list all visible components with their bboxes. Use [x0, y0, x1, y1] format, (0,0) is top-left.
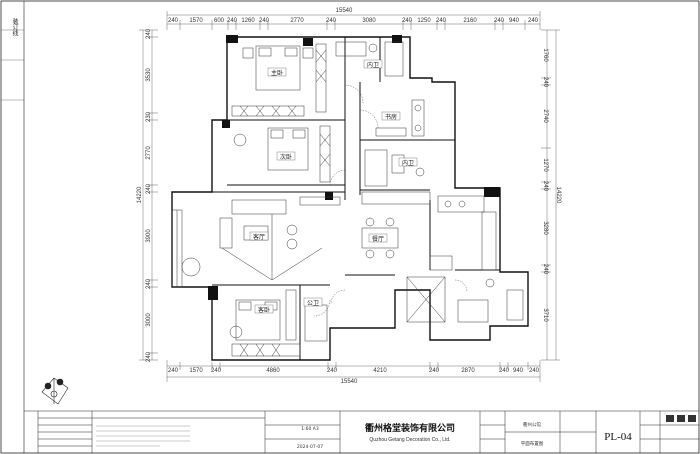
left-segment-labels: 240 3530 230 2770 240 3900 240 3000 240	[146, 28, 152, 362]
bottom-segment-labels: 240 1570 240 4860 240 4210 240 2870 240 …	[168, 368, 540, 374]
right-total-dim: 14220	[555, 187, 561, 204]
dim-label: 1760	[542, 48, 548, 62]
dim-label: 240	[528, 18, 539, 24]
dim-label: 240	[529, 368, 540, 374]
room-label-master-bedroom: 主卧	[271, 69, 283, 77]
dim-label: 240	[146, 278, 152, 289]
dim-label: 1570	[189, 18, 203, 24]
room-label-bedroom-2: 次卧	[280, 153, 292, 161]
compass-icon	[41, 377, 69, 405]
balcony-window	[171, 209, 183, 288]
room-label-living-room: 客厅	[253, 233, 265, 241]
sheet-code: 装订线	[11, 17, 18, 36]
dim-label: 240	[542, 181, 548, 192]
dim-label: 3000	[146, 313, 152, 327]
dim-label: 1260	[241, 18, 255, 24]
dim-label: 240	[227, 18, 238, 24]
drawing-date: 2024-07-07	[297, 444, 323, 450]
dim-label: 240	[146, 28, 152, 39]
dim-label: 240	[436, 18, 447, 24]
room-label-bath-2: 内卫	[402, 159, 414, 167]
dim-label: 1270	[542, 158, 548, 172]
left-dimension-chain	[139, 29, 158, 361]
furniture	[181, 41, 524, 357]
top-total-dim: 15540	[336, 8, 353, 14]
dim-label: 2740	[542, 109, 548, 123]
exterior-walls	[171, 36, 529, 361]
top-segment-labels: 240 1570 600 240 1260 240 2770 240 3080 …	[168, 18, 539, 24]
dim-label: 240	[146, 183, 152, 194]
title-block	[24, 410, 699, 453]
room-labels: 主卧 内卫 书房 次卧 内卫 客厅 餐厅 客卧 公卫	[249, 59, 418, 314]
company-name-en: Quzhou Getang Decoration Co., Ltd.	[369, 437, 450, 443]
drawing-number: PL-04	[604, 431, 632, 443]
dim-label: 240	[499, 368, 510, 374]
dim-label: 3530	[146, 68, 152, 82]
dim-label: 230	[146, 111, 152, 122]
logo-icon	[666, 415, 696, 422]
dim-label: 240	[211, 368, 222, 374]
scale-value: 1:60 A3	[301, 426, 319, 432]
right-segment-labels: 1760 240 2740 1270 240 3280 240 3710	[542, 48, 548, 322]
dim-label: 2160	[463, 18, 477, 24]
project-name: 衢州公馆	[523, 421, 541, 428]
room-label-dining-room: 餐厅	[372, 235, 384, 243]
room-label-public-bath: 公卫	[307, 300, 319, 307]
dim-label: 4210	[373, 368, 387, 374]
dim-label: 600	[214, 18, 225, 24]
dim-label: 240	[327, 368, 338, 374]
dim-label: 2770	[290, 18, 304, 24]
dim-label: 3900	[146, 229, 152, 243]
dim-label: 240	[146, 351, 152, 362]
dim-label: 240	[259, 18, 270, 24]
dim-label: 3710	[542, 308, 548, 322]
dim-label: 240	[168, 18, 179, 24]
dim-label: 240	[168, 368, 179, 374]
bottom-dimension-chain	[166, 360, 541, 382]
right-dimension-chain	[541, 29, 560, 361]
dim-label: 3280	[542, 221, 548, 235]
dim-label: 4860	[266, 368, 280, 374]
dim-label: 2870	[461, 368, 475, 374]
top-dimension-chain	[166, 11, 541, 30]
dim-label: 240	[542, 77, 548, 88]
door-swings	[313, 84, 468, 317]
dim-label: 940	[509, 18, 520, 24]
left-total-dim: 14220	[137, 186, 143, 203]
dim-label: 1250	[417, 18, 431, 24]
dim-label: 240	[326, 18, 337, 24]
dim-label: 3080	[362, 18, 376, 24]
dim-label: 240	[402, 18, 413, 24]
company-name-cn: 衢州格堂装饰有限公司	[365, 422, 455, 434]
dim-label: 1570	[189, 368, 203, 374]
dim-label: 940	[513, 368, 524, 374]
dim-label: 240	[494, 18, 505, 24]
room-label-study: 书房	[385, 113, 397, 121]
title-block-notes	[96, 425, 190, 447]
dim-label: 2770	[146, 146, 152, 160]
room-label-guest-bedroom: 客卧	[258, 306, 270, 314]
room-label-bath-1: 内卫	[367, 61, 379, 69]
structural-columns	[208, 35, 500, 300]
bottom-total-dim: 15540	[341, 379, 358, 385]
dim-label: 240	[542, 264, 548, 275]
drawing-title: 平面布置图	[521, 440, 544, 447]
dim-label: 240	[429, 368, 440, 374]
